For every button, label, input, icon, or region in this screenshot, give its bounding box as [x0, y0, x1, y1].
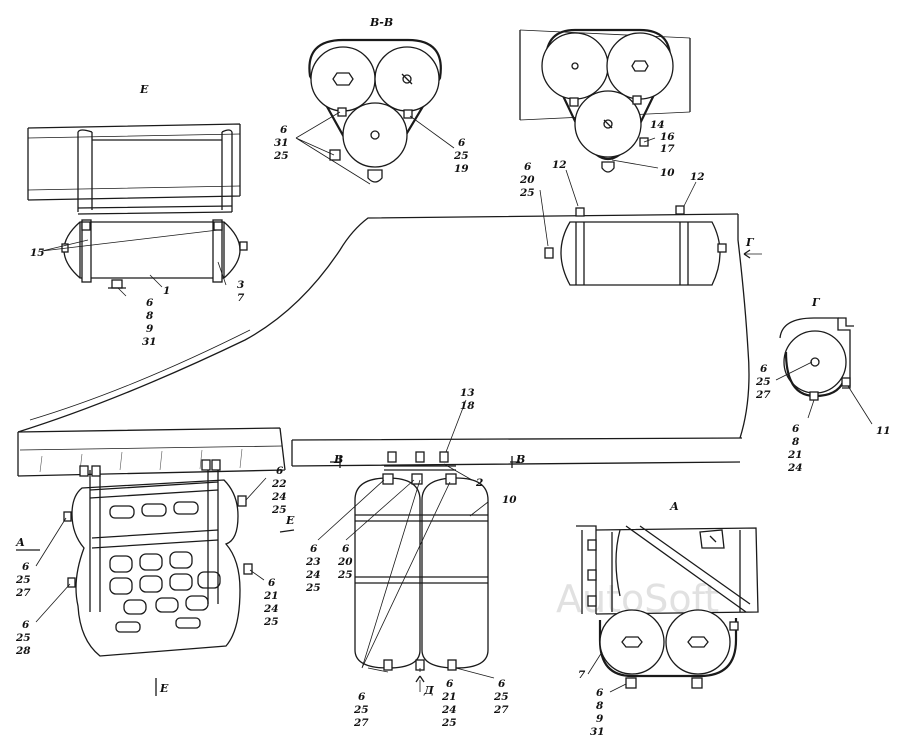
label-c-25d: 25 [441, 717, 457, 729]
label-vv-31: 31 [274, 137, 289, 149]
label-c-2: 2 [475, 477, 483, 489]
label-c-6b: 6 [342, 543, 350, 555]
label-l-25a: 25 [271, 504, 287, 516]
label-l-22: 22 [271, 478, 287, 490]
label-e-9: 9 [146, 323, 154, 335]
label-g-b6: 6 [792, 423, 800, 435]
label-tr-14: 14 [650, 119, 665, 131]
label-a-9: 9 [596, 713, 604, 725]
label-c-23: 23 [305, 556, 321, 568]
label-l-25b: 25 [263, 616, 279, 628]
label-c-25c: 25 [353, 704, 369, 716]
label-vv-6: 6 [280, 124, 288, 136]
view-a: А 7 6 8 9 31 [576, 500, 759, 738]
label-c-24b: 24 [441, 704, 457, 716]
label-mid-25: 25 [519, 187, 535, 199]
label-mid-20: 20 [519, 174, 535, 186]
label-vv-r6: 6 [458, 137, 466, 149]
mark-d-arrow: Д [423, 684, 434, 697]
label-a-7: 7 [578, 669, 586, 681]
label-vv-r19: 19 [454, 163, 469, 175]
left-bracket-view: А Е Е 6 22 24 25 6 21 24 25 6 25 27 6 25… [15, 459, 295, 696]
label-a-31: 31 [590, 726, 605, 738]
mark-g-arrow: Г [745, 236, 755, 249]
label-l-6a: 6 [276, 465, 284, 477]
label-c-10: 10 [502, 494, 517, 506]
mark-a-left: А [15, 536, 25, 549]
label-g-b8: 8 [792, 436, 800, 448]
view-top-right: 14 16 17 10 [519, 28, 691, 179]
label-a-6: 6 [596, 687, 604, 699]
view-e: Е 15 3 7 1 6 8 9 31 [27, 83, 248, 348]
label-e-1: 1 [163, 285, 170, 297]
label-tr-10: 10 [660, 167, 675, 179]
label-c-27b: 27 [493, 704, 509, 716]
label-c-13: 13 [460, 387, 475, 399]
label-c-6e: 6 [498, 678, 506, 690]
view-a-title: А [669, 500, 679, 513]
label-g-6: 6 [760, 363, 768, 375]
mark-e-bottom: Е [159, 682, 169, 695]
label-g-b24: 24 [787, 462, 803, 474]
view-v-v: В-В 6 31 25 6 25 19 [273, 16, 469, 185]
label-tr-16: 16 [660, 131, 675, 143]
mark-v-right: В [515, 453, 525, 466]
label-vv-r25: 25 [453, 150, 469, 162]
label-c-25e: 25 [493, 691, 509, 703]
label-l-6d: 6 [22, 619, 30, 631]
view-vv-title: В-В [369, 16, 393, 29]
label-l-24b: 24 [263, 603, 279, 615]
label-g-25: 25 [755, 376, 771, 388]
label-c-6a: 6 [310, 543, 318, 555]
label-l-6c: 6 [22, 561, 30, 573]
label-c-25b: 25 [337, 569, 353, 581]
label-c-6d: 6 [446, 678, 454, 690]
label-l-25d: 25 [15, 632, 31, 644]
label-l-25c: 25 [15, 574, 31, 586]
label-l-21: 21 [263, 590, 279, 602]
label-e-15: 15 [30, 247, 45, 259]
label-c-18: 18 [460, 400, 475, 412]
label-g-27: 27 [755, 389, 771, 401]
label-mid-6: 6 [524, 161, 532, 173]
label-e-7: 7 [237, 292, 245, 304]
label-c-27a: 27 [353, 717, 369, 729]
mark-e-right: Е [285, 514, 295, 527]
label-l-28: 28 [15, 645, 31, 657]
label-l-24a: 24 [271, 491, 287, 503]
label-g-11: 11 [876, 425, 891, 437]
view-g-title: Г [811, 296, 821, 309]
label-e-6: 6 [146, 297, 154, 309]
label-c-24a: 24 [305, 569, 321, 581]
mark-v-left: В [333, 453, 343, 466]
label-c-6c: 6 [358, 691, 366, 703]
label-c-21: 21 [441, 691, 457, 703]
view-g: Г 6 25 27 11 6 8 21 24 [755, 296, 891, 474]
label-mid-12b: 12 [690, 171, 705, 183]
center-double-tank: В В Д 13 18 2 10 6 23 24 25 [305, 387, 525, 729]
label-vv-25: 25 [273, 150, 289, 162]
label-mid-12a: 12 [552, 159, 567, 171]
label-l-27: 27 [15, 587, 31, 599]
label-g-b21: 21 [787, 449, 803, 461]
label-tr-17: 17 [660, 143, 675, 155]
label-e-31: 31 [142, 336, 157, 348]
frame-outline: Г [17, 213, 762, 477]
label-c-25a: 25 [305, 582, 321, 594]
label-e-8: 8 [146, 310, 154, 322]
label-e-3: 3 [237, 279, 244, 291]
view-e-title: Е [139, 83, 149, 96]
label-a-8: 8 [596, 700, 604, 712]
label-c-20: 20 [337, 556, 353, 568]
middle-tank: 6 20 25 12 12 [519, 159, 727, 286]
label-l-6b: 6 [268, 577, 276, 589]
